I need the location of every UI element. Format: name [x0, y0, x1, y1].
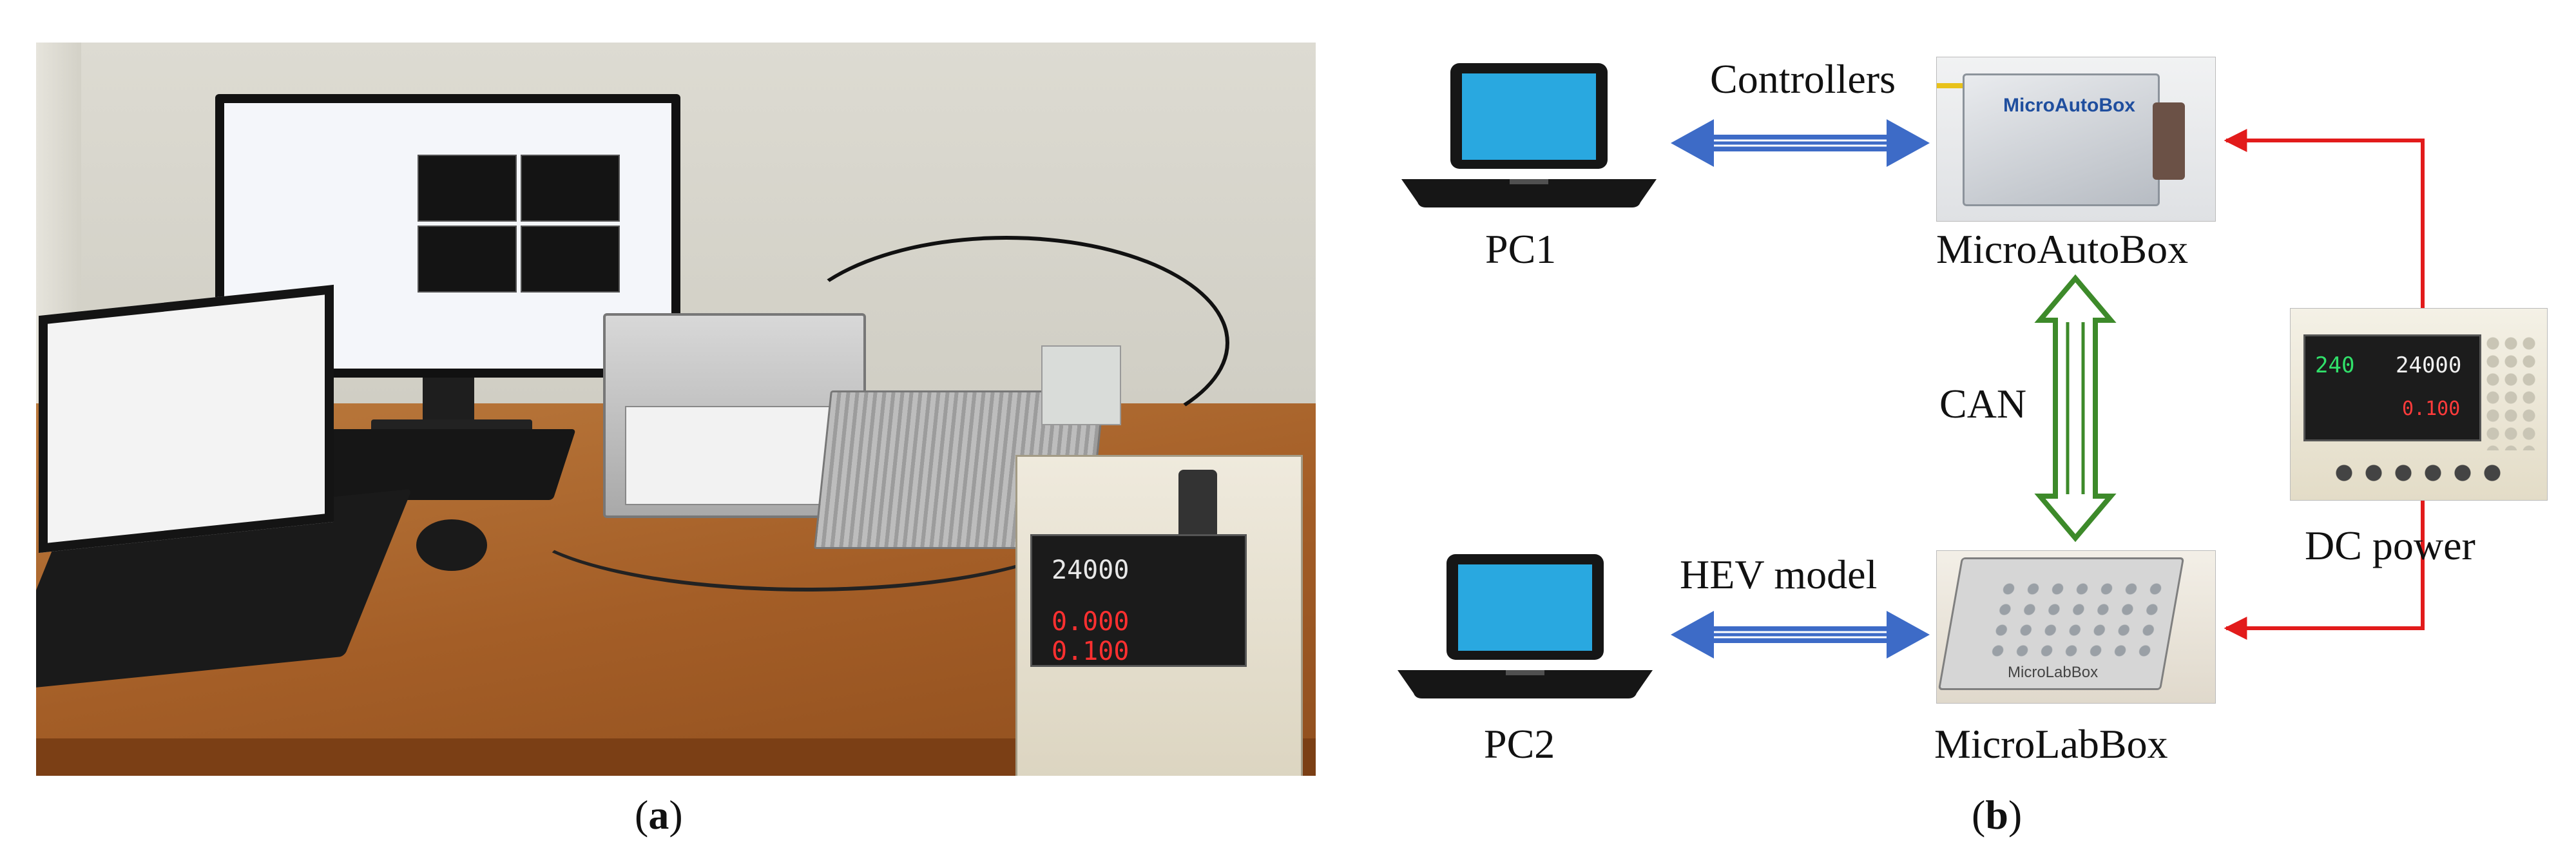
dc-power-keypad [2484, 334, 2535, 450]
microlabbox-logo: MicroLabBox [2008, 664, 2099, 681]
lab-setup-photo: 24000 0.000 0.100 [36, 43, 1316, 776]
pc1-laptop-icon [1401, 63, 1657, 207]
dc-power-label: DC power [2305, 523, 2475, 568]
caption-b: (b) [1972, 792, 2023, 838]
microautobox-label: MicroAutoBox [1936, 226, 2189, 272]
pc2-laptop-icon [1398, 554, 1653, 698]
microautobox-case: MicroAutoBox [1963, 73, 2160, 206]
microautobox-connector [2153, 102, 2185, 180]
connector-array [1983, 579, 2166, 662]
microlabbox-label: MicroLabBox [1934, 721, 2168, 767]
cable [783, 236, 1229, 450]
mouse [416, 519, 487, 571]
display-reading-right: 0.100 [1052, 637, 1129, 666]
cable [513, 436, 1101, 592]
microlabbox-photo: MicroLabBox [1936, 550, 2216, 704]
hev-model-label: HEV model [1680, 552, 1878, 597]
pc1-label: PC1 [1485, 226, 1557, 272]
microautobox-photo: MicroAutoBox [1936, 57, 2216, 222]
power-supply-display: 24000 0.000 0.100 [1030, 534, 1247, 667]
display-reading-top: 24000 [1052, 555, 1129, 585]
scope-pane [418, 155, 517, 222]
scope-pane [521, 226, 620, 293]
can-label: CAN [1939, 381, 2027, 427]
yellow-cable [1937, 83, 1969, 88]
dc-power-photo: 240 24000 0.100 [2290, 308, 2548, 501]
controllers-label: Controllers [1710, 56, 1896, 102]
scope-pane [418, 226, 517, 293]
dc-power-lines [2224, 129, 2425, 640]
display-reading-left: 0.000 [1052, 607, 1129, 637]
controllers-link-arrow [1671, 119, 1930, 167]
can-bus-arrow [2034, 274, 2117, 543]
dc-power-terminals [2329, 457, 2510, 489]
monitor-stand [423, 378, 474, 423]
dc-reading-1: 240 [2315, 352, 2355, 378]
hev-model-link-arrow [1671, 611, 1930, 659]
dc-power-supply-device: 24000 0.000 0.100 [1015, 455, 1303, 776]
display-reading-bottom: 0.000 0.100 [1052, 607, 1232, 666]
pc2-label: PC2 [1484, 721, 1555, 767]
dc-reading-3: 0.100 [2402, 398, 2461, 420]
caption-a: (a) [635, 792, 683, 838]
dc-power-display: 240 24000 0.100 [2303, 334, 2481, 441]
microautobox-logo: MicroAutoBox [2003, 95, 2135, 116]
monitor-screen [224, 103, 671, 369]
dc-reading-2: 24000 [2396, 352, 2462, 378]
scope-pane [521, 155, 620, 222]
